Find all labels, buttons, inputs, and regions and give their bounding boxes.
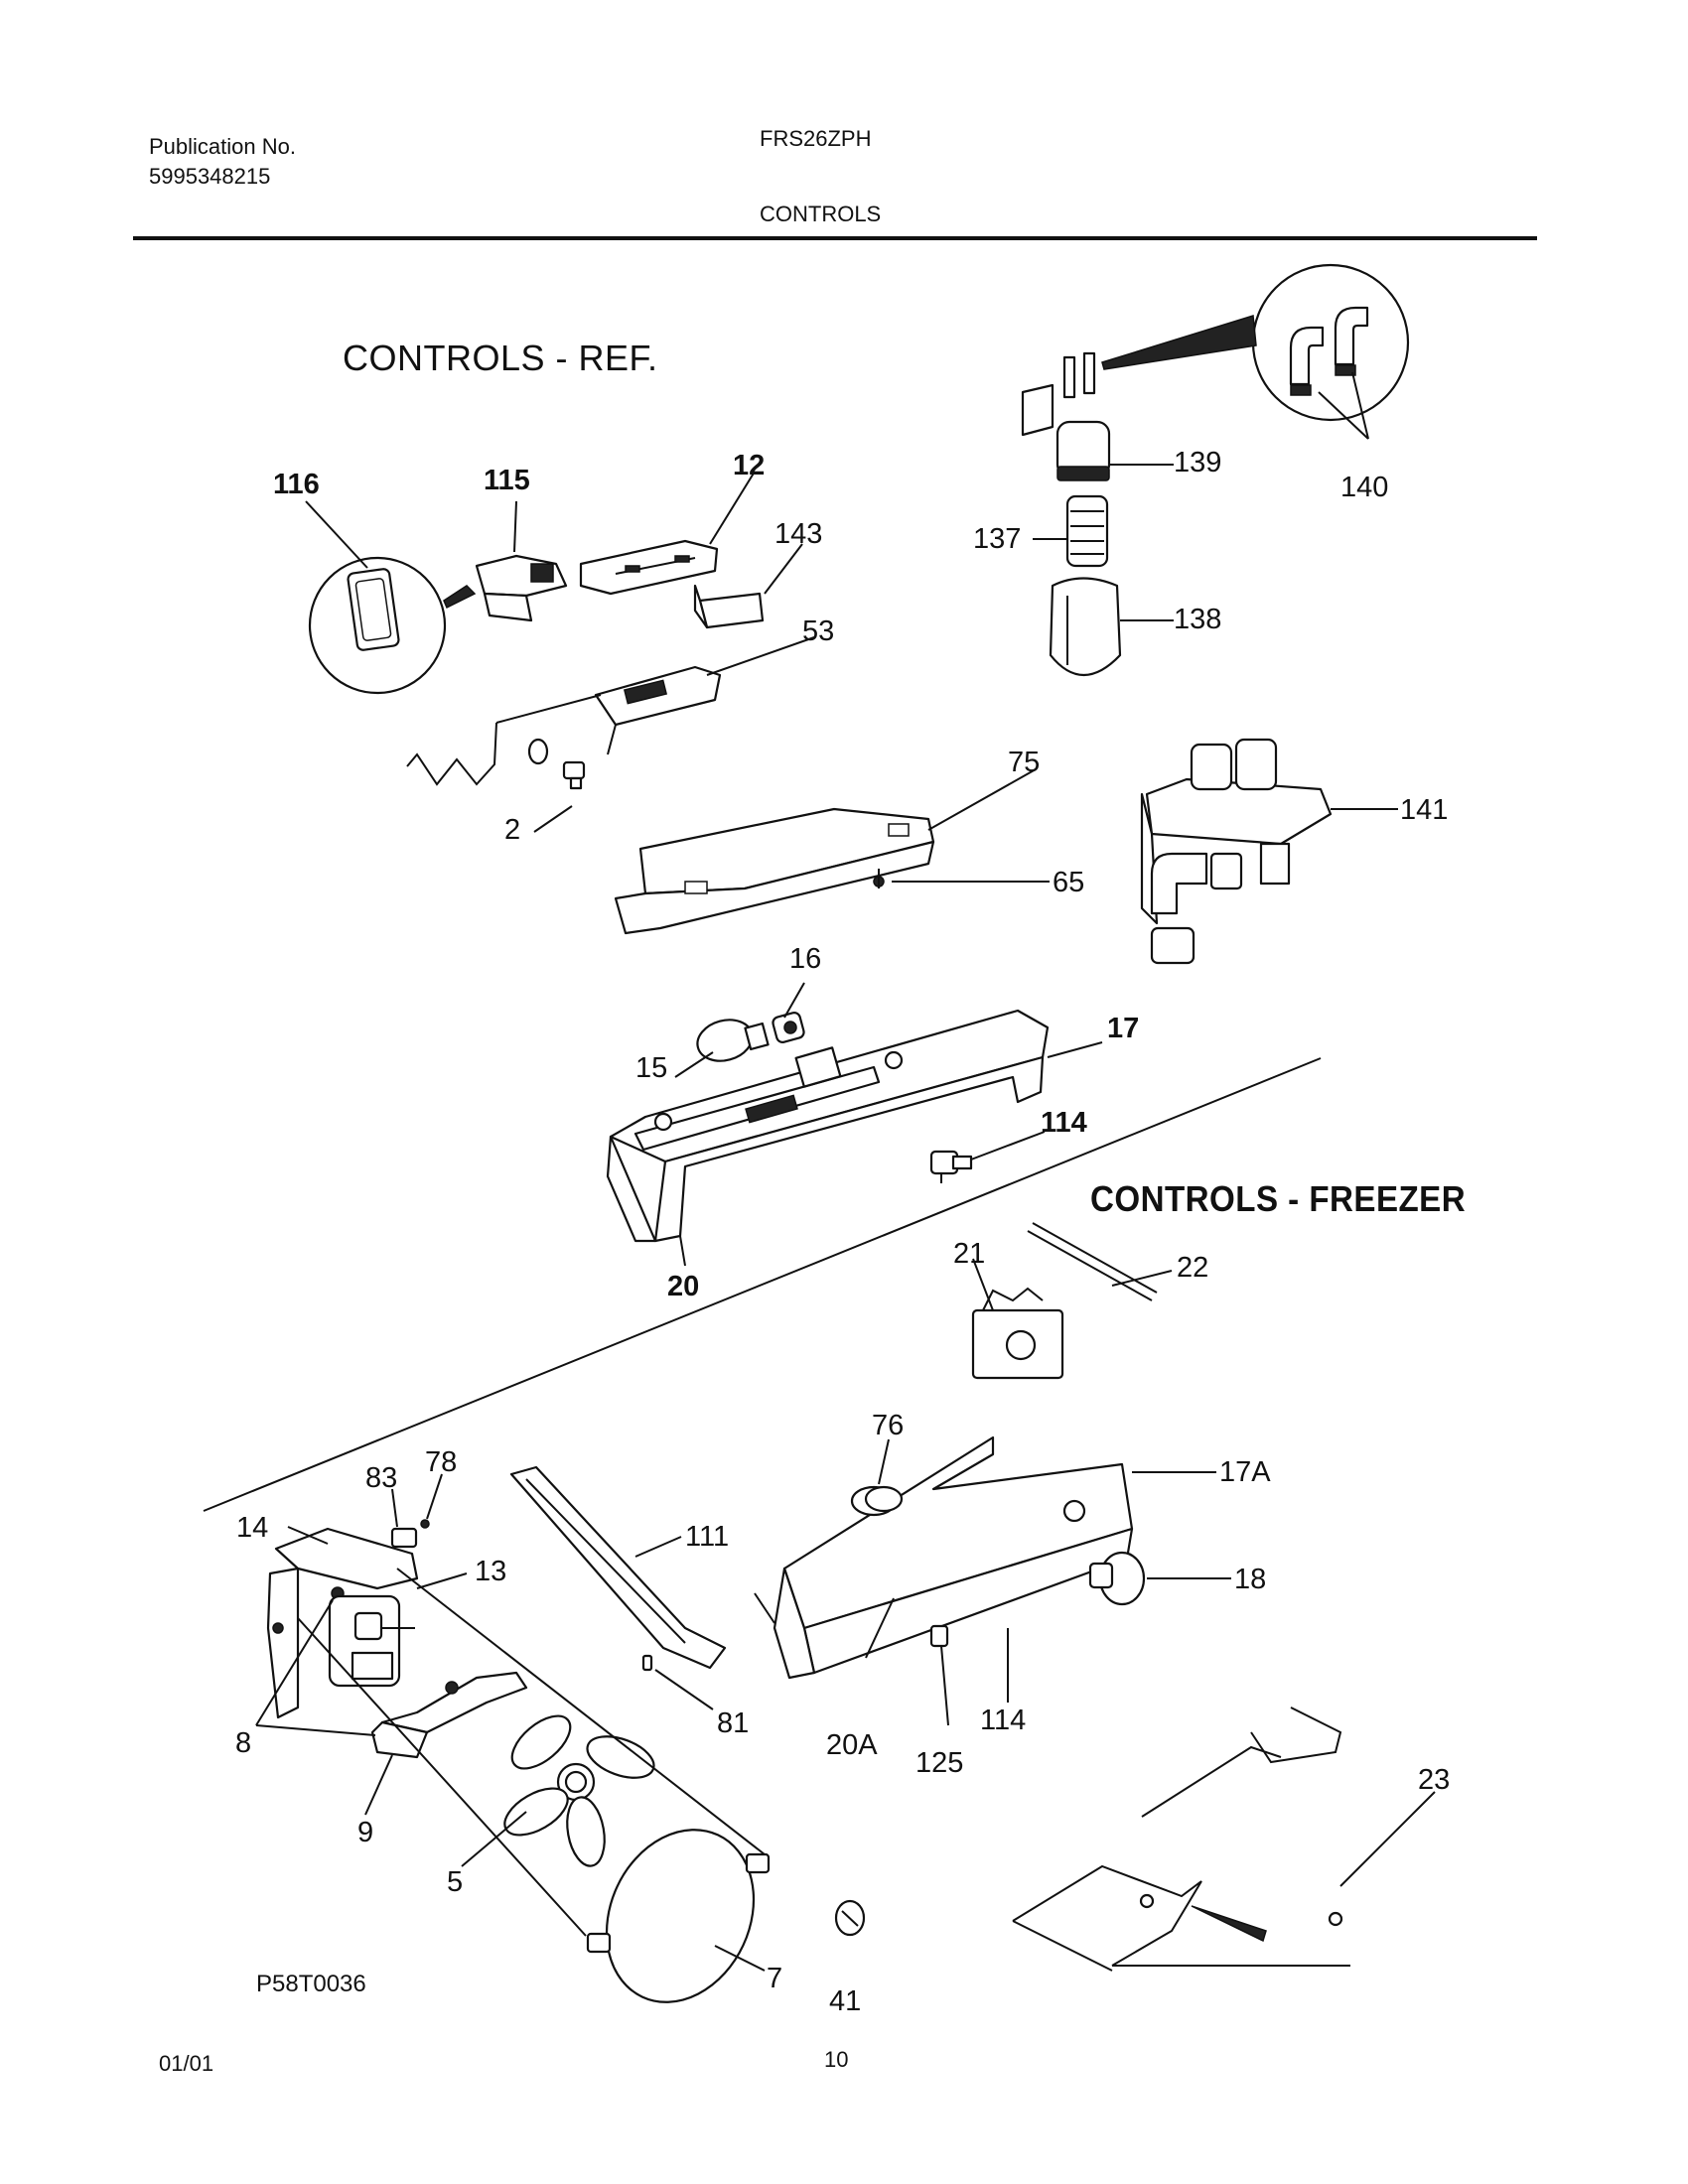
page-number: 10 [824,2047,849,2072]
label-78: 78 [425,1446,457,1478]
label-41: 41 [829,1985,861,2017]
label-15: 15 [635,1052,667,1084]
part-115-switch [475,554,568,622]
model-number: FRS26ZPH [760,126,872,151]
part-12-cover [579,539,719,596]
part-140-fittings [1101,263,1410,422]
part-2-knob [562,760,586,790]
part-15-bulb [696,1019,770,1062]
section-title: CONTROLS [760,202,882,226]
label-75: 75 [1008,747,1040,778]
label-114b: 114 [980,1705,1026,1736]
label-9: 9 [357,1817,373,1848]
label-12: 12 [733,450,765,481]
part-20-housing-base [679,1235,686,1267]
label-83: 83 [365,1462,397,1494]
label-114: 114 [1041,1107,1087,1139]
label-8: 8 [235,1727,251,1759]
part-41-screw [834,1899,866,1937]
part-16-socket [772,1012,805,1043]
part-14-fan-bracket [266,1527,419,1719]
part-139-filter-head [1021,351,1111,481]
part-53-plate [406,665,722,786]
drawing-number: P58T0036 [256,1971,366,1997]
label-139: 139 [1174,447,1221,478]
part-21-damper-control [971,1287,1064,1380]
publication-label: Publication No. [149,134,296,159]
part-81-clip [641,1654,653,1672]
header-rule [133,236,1537,240]
part-138-filter-bowl [1049,577,1122,677]
publication-number: 5995348215 [149,164,271,189]
label-13: 13 [475,1556,506,1587]
part-116-gasket [308,556,477,695]
label-17a: 17A [1219,1456,1271,1488]
label-21: 21 [953,1238,985,1270]
part-17a-freezer-housing [754,1435,1134,1680]
part-83-78-retainer [390,1519,430,1549]
label-65: 65 [1053,867,1084,898]
part-23-freezer-housing [1012,1706,1350,1972]
label-140: 140 [1340,472,1388,503]
label-141: 141 [1400,794,1448,826]
part-18-knob [1088,1551,1146,1606]
part-137-filter-element [1065,494,1109,568]
label-18: 18 [1234,1564,1266,1595]
section-label-freezer: CONTROLS - FREEZER [1090,1178,1467,1219]
part-13-fan-motor [328,1594,415,1688]
part-65-screw [873,869,885,888]
part-17-light-housing [606,1009,1050,1243]
part-125-clip [929,1624,949,1648]
label-20a: 20A [826,1729,878,1761]
label-137: 137 [973,523,1021,555]
label-115: 115 [484,465,530,496]
label-81: 81 [717,1707,749,1739]
label-138: 138 [1174,604,1221,635]
part-22-capillary-tube [1027,1222,1158,1301]
label-5: 5 [447,1866,463,1898]
footer-date: 01/01 [159,2051,214,2076]
label-2: 2 [504,814,520,846]
label-20: 20 [667,1271,699,1302]
label-116: 116 [273,469,320,500]
part-75-housing [614,807,935,935]
part-143-bracket [693,584,765,629]
part-76-thermostat-knob [864,1485,904,1513]
label-14: 14 [236,1512,268,1544]
part-8-bracket [370,1671,528,1759]
label-7: 7 [767,1963,782,1994]
section-label-ref: CONTROLS - REF. [343,338,658,378]
leader-lines [255,371,1436,1972]
label-53: 53 [802,615,834,647]
label-16: 16 [789,943,821,975]
section-divider [203,1057,1322,1512]
label-23: 23 [1418,1764,1450,1796]
label-17: 17 [1107,1013,1139,1044]
part-114-knob [929,1150,973,1183]
part-111-bracket-arm [509,1465,727,1670]
part-labels: 116 115 12 143 53 2 75 65 139 140 137 13… [235,447,1450,2017]
label-143: 143 [774,518,822,550]
label-22: 22 [1177,1252,1208,1284]
label-76: 76 [872,1410,904,1441]
part-141-water-valve [1140,738,1333,965]
part-5-fan-blade [503,1714,655,1867]
label-111: 111 [685,1521,729,1553]
part-7-fan-shroud [297,1568,771,2003]
label-125: 125 [915,1747,963,1779]
